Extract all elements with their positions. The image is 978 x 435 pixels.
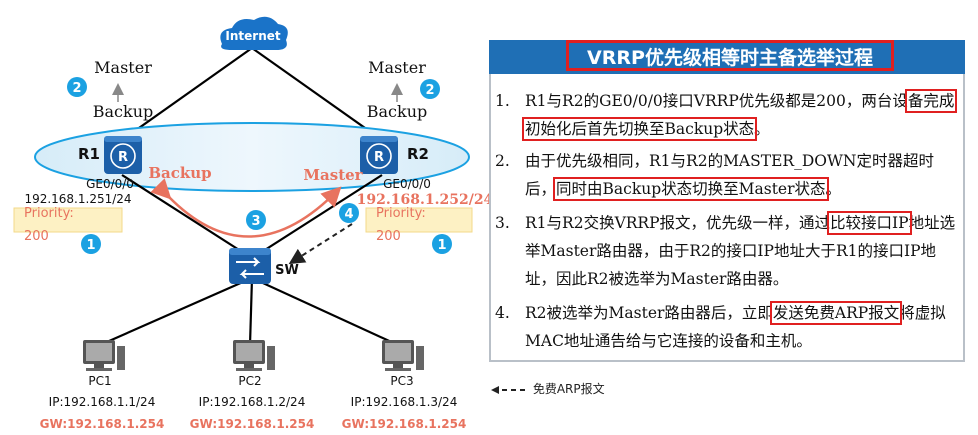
link-internet-r1	[121, 47, 253, 141]
pc2-gw: GW:192.168.1.254	[190, 417, 315, 431]
r1-priority-label: Priority:	[24, 206, 74, 221]
link-internet-r2	[251, 47, 383, 141]
r1-priority-value: 200	[24, 229, 49, 244]
explanation-panel	[489, 40, 965, 362]
list-item-number: 3.	[495, 214, 510, 232]
r2-priority-value: 200	[376, 229, 401, 244]
svg-text:R: R	[118, 150, 128, 165]
r2-priority-step: 1	[437, 238, 446, 253]
r2-step-number: 2	[425, 83, 434, 98]
r1-state-label: Backup	[148, 164, 211, 182]
link-r1-sw	[121, 174, 248, 256]
vrrp-exchange-arc	[150, 178, 342, 238]
list-item-highlight: 比较接口IP	[827, 211, 912, 235]
list-item-text: R1与R2交换VRRP报文，优先级一样，通过	[525, 214, 831, 232]
r1-step-number: 2	[72, 81, 81, 96]
free-arp-arrow	[288, 223, 353, 265]
list-item-number: 2.	[495, 152, 510, 170]
switch-label: SW	[275, 263, 299, 278]
r2-step-circle	[420, 79, 440, 99]
list-item-highlight: 备完成初始化后首先切换至Backup状态	[521, 89, 958, 141]
list-item-number: 4.	[495, 304, 510, 322]
pc1-ip: IP:192.168.1.1/24	[49, 395, 156, 409]
arp-step-number: 4	[344, 207, 353, 222]
switch-icon	[229, 248, 271, 284]
pc3-gw: GW:192.168.1.254	[342, 417, 467, 431]
r1-master-label: Master	[94, 58, 152, 77]
link-sw-pc1	[99, 276, 253, 347]
r1-priority-step-circle	[81, 234, 101, 254]
list-item-text-end: 。	[754, 120, 770, 138]
legend-dashed-arrow-icon	[491, 385, 525, 394]
pc2-name: PC2	[238, 374, 261, 388]
list-item-text: R2被选举为Master路由器后，立即	[525, 304, 773, 322]
pc1-icon	[83, 340, 125, 371]
list-item-number: 1.	[495, 92, 510, 110]
list-item-text-end: 将虚拟MAC地址通告给与它连接的设备和主机。	[525, 304, 946, 350]
pc2-icon	[233, 340, 275, 371]
pc3-icon	[382, 340, 424, 371]
pc1-gw: GW:192.168.1.254	[40, 417, 165, 431]
r2-name: R2	[407, 145, 429, 163]
r2-priority-label: Priority:	[376, 206, 426, 221]
svg-text:R: R	[374, 150, 384, 165]
vrrp-topology-diagram: Internet Master Backup 2 Master Backup 2…	[13, 16, 489, 431]
list-item-text-end: 。	[825, 180, 842, 198]
list-item-highlight: 同时由Backup状态切换至Master状态	[553, 177, 829, 201]
r2-priority-step-circle	[432, 234, 452, 254]
pc2-ip: IP:192.168.1.2/24	[199, 395, 306, 409]
list-item-highlight: 发送免费ARP报文	[769, 301, 903, 325]
r1-priority-box	[13, 207, 123, 233]
pc1-name: PC1	[88, 374, 111, 388]
r1-priority-step: 1	[86, 238, 95, 253]
internet-cloud-icon	[220, 16, 288, 50]
r1-step-circle	[67, 77, 87, 97]
list-item-text-end: 地址选举Master路由器，由于R2的接口IP地址大于R1的接口IP地址，因此R…	[525, 214, 956, 288]
r2-ip-label: 192.168.1.252/24	[357, 192, 489, 208]
legend-label: 免费ARP报文	[532, 382, 605, 396]
link-r2-sw	[256, 174, 383, 256]
arp-step-circle	[339, 203, 359, 223]
internet-label: Internet	[225, 29, 280, 43]
r1-name: R1	[78, 145, 100, 163]
r2-backup-label: Backup	[367, 102, 428, 121]
pc3-ip: IP:192.168.1.3/24	[351, 395, 458, 409]
legend: 免费ARP报文	[489, 380, 605, 397]
r1-iface-label: GE0/0/0	[86, 177, 134, 191]
link-sw-pc3	[251, 277, 399, 346]
list-item-text: R1与R2的GE0/0/0接口VRRP优先级都是200，两台设	[525, 92, 908, 110]
panel-title: VRRP优先级相等时主备选举过程	[566, 40, 894, 71]
r2-priority-box	[365, 207, 473, 233]
r2-master-label: Master	[368, 58, 426, 77]
link-sw-pc2	[248, 277, 254, 346]
list-item-text: 由于优先级相同，R1与R2的MASTER_DOWN定时器超时后，	[525, 152, 934, 198]
r1-ip-label: 192.168.1.251/24	[24, 192, 131, 206]
router-r1-icon: R	[104, 136, 142, 174]
r1-backup-label: Backup	[93, 102, 154, 121]
pc3-name: PC3	[390, 374, 413, 388]
exchange-step-circle	[246, 210, 266, 230]
r2-iface-label: GE0/0/0	[383, 177, 431, 191]
r2-state-label: Master	[303, 166, 363, 184]
router-r2-icon: R	[360, 136, 398, 174]
exchange-step-number: 3	[251, 214, 260, 229]
